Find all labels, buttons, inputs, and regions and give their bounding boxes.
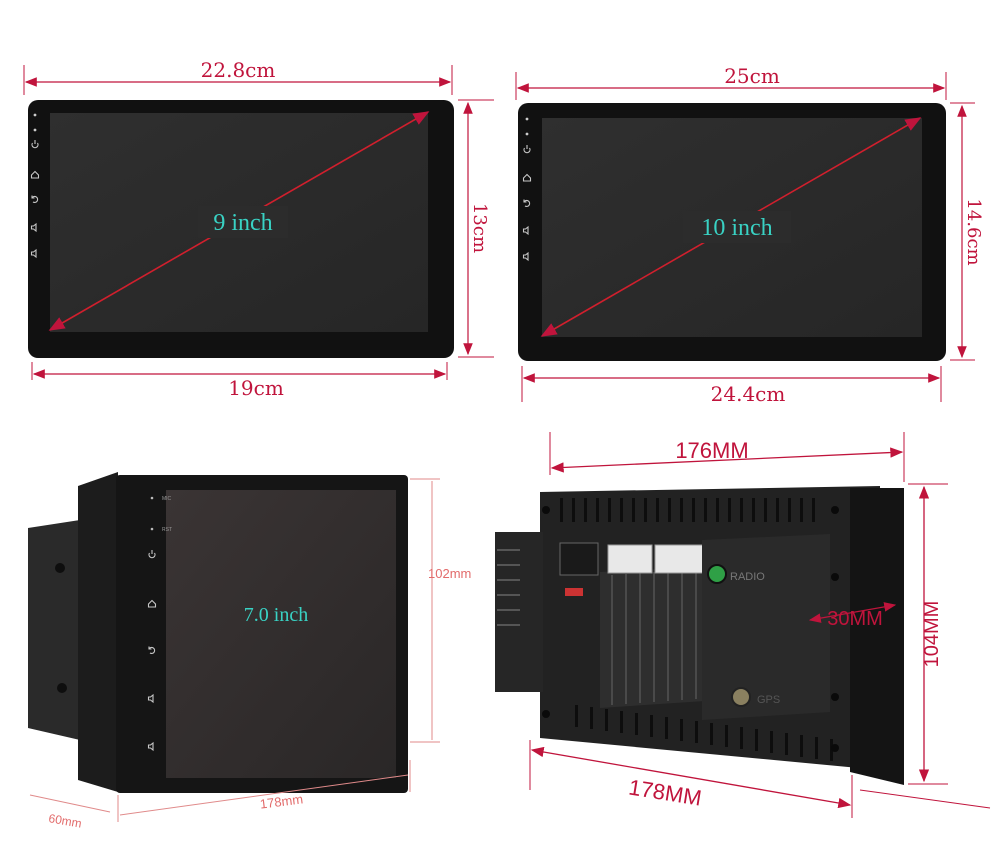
back-icon	[31, 195, 39, 204]
panel-7inch-back: 176MM	[495, 432, 991, 818]
home-icon	[30, 170, 40, 179]
reset-label: RST	[162, 527, 172, 533]
dim-line-7inch-back-bottom	[530, 746, 852, 809]
screen-7inch	[166, 490, 396, 778]
dim-7inch-width: 178mm	[259, 791, 304, 811]
dim-line-7inch-back-depth	[808, 602, 897, 623]
dim-7inch-height: 102mm	[428, 566, 471, 581]
screen-size-label-7inch: 7.0 inch	[244, 604, 308, 626]
dim-7inch-back-depth: 30MM	[827, 608, 883, 630]
dim-9inch-height: 13cm	[469, 203, 490, 253]
dim-9inch-bottom-width: 19cm	[228, 376, 284, 400]
back-icon	[523, 199, 531, 208]
label-bg-9inch	[198, 206, 288, 238]
dim-7inch-back-bottom-width: 178MM	[627, 775, 703, 811]
screw-hole	[831, 506, 839, 514]
panel-7inch-front: MIC RST 7.0 inch 102mm 178mm 60mm	[28, 472, 471, 831]
home-icon	[522, 173, 532, 182]
mic-label: MIC	[162, 496, 172, 502]
rear-module	[702, 534, 830, 720]
dim-10inch-bottom-width: 24.4cm	[711, 382, 786, 406]
dim-10inch-height: 14.6cm	[963, 198, 984, 265]
dim-line-7inch-back-top	[550, 447, 904, 473]
chassis-left-bracket	[28, 520, 80, 740]
screw-hole	[542, 710, 550, 718]
radio-antenna-port	[707, 564, 727, 584]
bracket-hole	[57, 683, 67, 693]
gps-label: GPS	[757, 694, 780, 706]
power-icon	[31, 140, 39, 149]
gps-port	[731, 687, 751, 707]
bracket-hole	[55, 563, 65, 573]
screw-hole	[542, 506, 550, 514]
power-icon	[523, 145, 531, 154]
mic-dot	[150, 496, 154, 500]
reset-dot	[33, 128, 37, 132]
connector-white-2	[654, 544, 704, 574]
chassis-side	[78, 472, 118, 792]
dim-7inch-back-height: 104MM	[921, 601, 943, 668]
heatsink-fins	[497, 549, 520, 626]
dim-7inch-back-top-width: 176MM	[675, 438, 748, 463]
dim-7inch-depth: 60mm	[47, 811, 82, 831]
screw-hole	[831, 744, 839, 752]
screw-hole	[831, 693, 839, 701]
label-bg-10inch	[683, 211, 791, 243]
chassis-bezel-edge	[850, 488, 904, 785]
connector-red	[565, 588, 583, 596]
side-buttons-10inch	[522, 117, 532, 262]
screen-size-label-10inch: 10 inch	[701, 215, 772, 241]
connector-white-1	[607, 544, 653, 574]
volume-up-icon	[30, 222, 37, 233]
radio-label: RADIO	[730, 571, 765, 583]
screen-size-label-9inch: 9 inch	[213, 210, 272, 236]
volume-down-icon	[30, 248, 37, 259]
mic-dot	[33, 113, 37, 117]
dim-line-7inch-depth	[29, 794, 111, 813]
dim-10inch-top-width: 25cm	[724, 64, 780, 88]
reset-dot	[150, 527, 154, 531]
panel-9inch: 22.8cm 9 inch 13cm 19cm	[23, 58, 494, 400]
vent-slots	[560, 498, 833, 761]
heatsink-center	[600, 566, 720, 708]
home-icon	[147, 599, 157, 608]
dim-9inch-top-width: 22.8cm	[201, 58, 276, 82]
dim-line-7inch-width	[119, 774, 409, 816]
reset-dot	[525, 132, 529, 136]
volume-up-icon	[522, 225, 529, 236]
heatsink-center-fins	[611, 568, 711, 705]
side-buttons-9inch	[30, 113, 40, 259]
panel-10inch: 25cm 10 inch 14.6cm 24.4cm	[515, 64, 984, 406]
volume-up-icon	[147, 693, 154, 704]
screw-hole	[831, 573, 839, 581]
connector-black	[559, 542, 599, 576]
volume-down-icon	[522, 251, 529, 262]
power-icon	[148, 550, 156, 559]
mic-dot	[525, 117, 529, 121]
volume-down-icon	[147, 741, 154, 752]
back-icon	[148, 646, 156, 655]
heatsink-left	[495, 532, 543, 692]
